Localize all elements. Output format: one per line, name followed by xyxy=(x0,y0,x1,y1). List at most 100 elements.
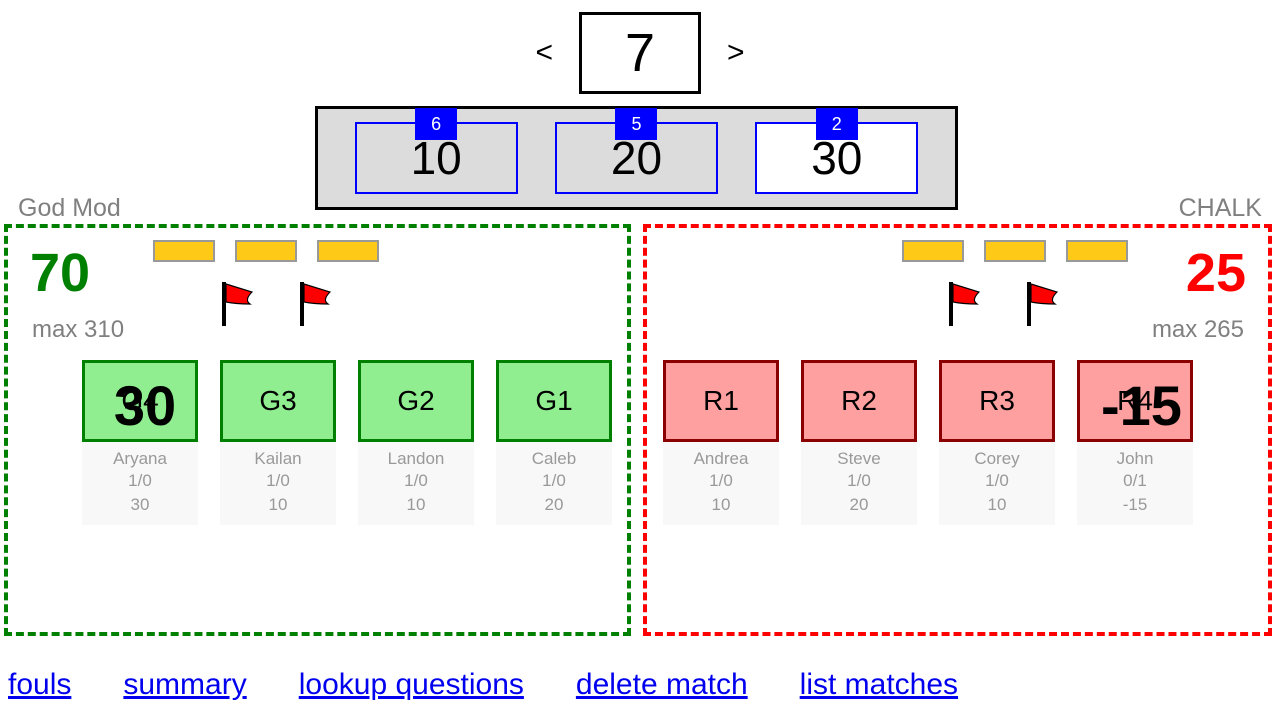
left-flags xyxy=(220,280,334,326)
player-name: Steve xyxy=(837,449,881,468)
value-badge-count: 5 xyxy=(615,108,658,140)
player-record: 1/0 xyxy=(404,470,428,490)
player-points: 20 xyxy=(849,494,869,514)
player-card-r4[interactable]: R4 -15 xyxy=(1077,360,1193,442)
player-record: 1/0 xyxy=(542,470,566,490)
player-column: G1 Caleb 1/0 20 xyxy=(496,360,612,526)
player-stats: Landon 1/0 10 xyxy=(358,442,474,526)
red-flag-icon[interactable] xyxy=(947,280,983,326)
player-points: 10 xyxy=(268,494,288,514)
yellow-card-icon[interactable] xyxy=(235,240,297,262)
player-card-id: G2 xyxy=(397,385,435,416)
player-card-g3[interactable]: G3 xyxy=(220,360,336,442)
player-points: 10 xyxy=(711,494,731,514)
yellow-card-icon[interactable] xyxy=(1066,240,1128,262)
player-card-id: R4 xyxy=(1117,385,1153,416)
player-stats: Corey 1/0 10 xyxy=(939,442,1055,526)
player-points: 20 xyxy=(544,494,564,514)
player-stats: Aryana 1/0 30 xyxy=(82,442,198,526)
player-column: R1 Andrea 1/0 10 xyxy=(663,360,779,526)
current-question-box[interactable]: 7 xyxy=(579,12,701,94)
player-column: R2 Steve 1/0 20 xyxy=(801,360,917,526)
player-points: -15 xyxy=(1122,494,1148,514)
yellow-card-icon[interactable] xyxy=(153,240,215,262)
player-card-g4[interactable]: G4 30 xyxy=(82,360,198,442)
player-name: Kailan xyxy=(254,449,302,468)
link-lookup-questions[interactable]: lookup questions xyxy=(298,668,524,701)
player-name: Caleb xyxy=(531,449,577,468)
yellow-card-icon[interactable] xyxy=(984,240,1046,262)
player-name: Corey xyxy=(974,449,1020,468)
player-card-r2[interactable]: R2 xyxy=(801,360,917,442)
player-stats: John 0/1 -15 xyxy=(1077,442,1193,526)
footer-links: fouls summary lookup questions delete ma… xyxy=(0,668,1280,702)
link-list-matches[interactable]: list matches xyxy=(799,668,959,701)
link-delete-match[interactable]: delete match xyxy=(575,668,748,701)
left-team-name: God Mod xyxy=(18,194,121,222)
value-strip: 6 10 5 20 2 30 xyxy=(315,106,958,210)
player-record: 1/0 xyxy=(266,470,290,490)
player-points: 10 xyxy=(406,494,426,514)
yellow-card-icon[interactable] xyxy=(317,240,379,262)
player-record: 0/1 xyxy=(1123,470,1147,490)
right-yellow-cards xyxy=(902,240,1128,262)
player-card-id: G1 xyxy=(535,385,573,416)
left-team-panel: 70 max 310 G4 30 Ar xyxy=(4,224,631,636)
left-player-grid: G4 30 Aryana 1/0 30 G3 Kailan 1/0 10 xyxy=(82,360,612,526)
left-yellow-cards xyxy=(153,240,379,262)
player-column: R4 -15 John 0/1 -15 xyxy=(1077,360,1193,526)
player-column: G2 Landon 1/0 10 xyxy=(358,360,474,526)
value-cell-amount: 30 xyxy=(811,132,863,184)
prev-question-button[interactable]: < xyxy=(535,36,553,69)
left-team-score: 70 xyxy=(30,243,91,303)
player-points: 30 xyxy=(130,494,150,514)
yellow-card-icon[interactable] xyxy=(902,240,964,262)
player-stats: Caleb 1/0 20 xyxy=(496,442,612,526)
link-summary[interactable]: summary xyxy=(123,668,247,701)
player-column: G4 30 Aryana 1/0 30 xyxy=(82,360,198,526)
player-card-r1[interactable]: R1 xyxy=(663,360,779,442)
red-flag-icon[interactable] xyxy=(298,280,334,326)
player-record: 1/0 xyxy=(128,470,152,490)
player-name: John xyxy=(1116,449,1154,468)
player-name: Aryana xyxy=(113,449,167,468)
current-question-number: 7 xyxy=(624,23,656,83)
value-cell-amount: 20 xyxy=(610,132,663,184)
left-team-max: max 310 xyxy=(32,316,125,343)
value-cell-20[interactable]: 5 20 xyxy=(554,108,718,194)
right-flags xyxy=(947,280,1061,326)
player-card-id: G3 xyxy=(259,385,297,416)
player-column: R3 Corey 1/0 10 xyxy=(939,360,1055,526)
player-stats: Kailan 1/0 10 xyxy=(220,442,336,526)
player-card-id: R1 xyxy=(703,385,739,416)
player-record: 1/0 xyxy=(847,470,871,490)
red-flag-icon[interactable] xyxy=(1025,280,1061,326)
right-team-panel: 25 max 265 R1 Andrea xyxy=(643,224,1272,636)
right-player-grid: R1 Andrea 1/0 10 R2 Steve 1/0 20 xyxy=(663,360,1193,526)
player-card-id: R3 xyxy=(979,385,1015,416)
player-record: 1/0 xyxy=(709,470,733,490)
player-card-g2[interactable]: G2 xyxy=(358,360,474,442)
player-stats: Andrea 1/0 10 xyxy=(663,442,779,526)
player-record: 1/0 xyxy=(985,470,1009,490)
link-fouls[interactable]: fouls xyxy=(8,668,72,701)
right-team-max: max 265 xyxy=(1151,316,1244,343)
value-cell-amount: 10 xyxy=(410,132,462,184)
red-flag-icon[interactable] xyxy=(220,280,256,326)
player-column: G3 Kailan 1/0 10 xyxy=(220,360,336,526)
value-badge-count: 6 xyxy=(415,108,458,140)
question-navigator: < 7 > xyxy=(0,12,1280,94)
player-stats: Steve 1/0 20 xyxy=(801,442,917,526)
right-team-score: 25 xyxy=(1185,243,1246,303)
player-name: Landon xyxy=(387,449,445,468)
player-name: Andrea xyxy=(693,449,749,468)
player-card-id: R2 xyxy=(841,385,877,416)
next-question-button[interactable]: > xyxy=(727,36,745,69)
value-badge-count: 2 xyxy=(815,108,858,140)
value-cell-10[interactable]: 6 10 xyxy=(354,108,518,194)
player-card-g1[interactable]: G1 xyxy=(496,360,612,442)
value-cell-30[interactable]: 2 30 xyxy=(755,108,919,194)
right-team-name: CHALK xyxy=(1178,194,1262,222)
player-card-id: G4 xyxy=(121,385,159,416)
player-card-r3[interactable]: R3 xyxy=(939,360,1055,442)
